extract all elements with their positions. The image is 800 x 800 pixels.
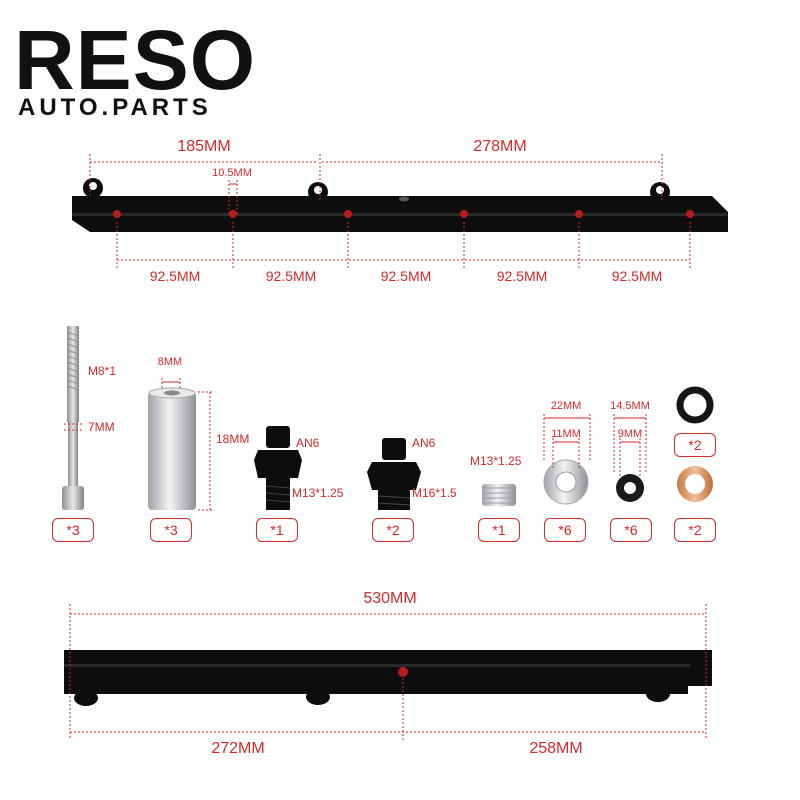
spacing-label-4: 92.5MM [496, 268, 548, 284]
spacer-qty-badge: *3 [150, 518, 192, 542]
spacer-inner-label: 8MM [157, 356, 183, 368]
bolt-diameter-label: 7MM [88, 420, 115, 434]
washer-outer-label: 22MM [550, 400, 582, 412]
oring-qty-badge: *2 [674, 433, 716, 457]
bottom-total-label: 530MM [363, 590, 417, 607]
top-fuel-rail [72, 178, 728, 232]
copper-qty-badge: *2 [674, 518, 716, 542]
insert-qty-badge: *1 [478, 518, 520, 542]
o-ring [676, 386, 714, 424]
spacing-label-2: 92.5MM [265, 268, 317, 284]
rubber-outer-label: 14.5MM [610, 400, 650, 412]
brand-tagline: AUTO.PARTS [18, 94, 212, 121]
injector-hole [113, 210, 694, 218]
bolt-thread-label: M8*1 [88, 364, 117, 378]
rubber-washer [616, 474, 644, 502]
washer-inner-label: 11MM [551, 428, 581, 440]
spacer-length-label: 18MM [216, 432, 250, 446]
fitting-a-thread-label: M13*1.25 [292, 486, 344, 500]
bottom-rail-dimensions [69, 604, 707, 740]
bottom-right-label: 258MM [529, 740, 583, 757]
threaded-insert [482, 484, 516, 506]
aluminium-washer [543, 459, 589, 505]
bolt [62, 326, 84, 510]
fitting-b-size-label: AN6 [412, 436, 436, 450]
copper-washer [677, 466, 713, 502]
washer-qty-badge: *6 [544, 518, 586, 542]
fitting-b-thread-label: M16*1.5 [412, 486, 457, 500]
aluminium-spacer [148, 387, 196, 510]
spacing-label-1: 92.5MM [149, 268, 201, 284]
top-rail-dimensions [89, 154, 691, 268]
an6-fitting-a [254, 426, 302, 510]
bottom-fuel-rail [64, 650, 712, 706]
top-span-right-label: 278MM [473, 138, 527, 155]
fitting-a-qty-badge: *1 [256, 518, 298, 542]
spacing-label-3: 92.5MM [380, 268, 432, 284]
brand-logo: RESO [14, 13, 257, 107]
fitting-b-qty-badge: *2 [372, 518, 414, 542]
fitting-a-size-label: AN6 [296, 436, 320, 450]
spacing-label-5: 92.5MM [611, 268, 663, 284]
hole-diameter-label: 10.5MM [212, 167, 252, 179]
bolt-qty-badge: *3 [52, 518, 94, 542]
rubber-inner-label: 9MM [617, 428, 643, 440]
top-span-left-label: 185MM [177, 138, 231, 155]
an6-fitting-b [367, 438, 421, 510]
bottom-left-label: 272MM [211, 740, 265, 757]
insert-thread-label: M13*1.25 [470, 454, 522, 468]
rubber-qty-badge: *6 [610, 518, 652, 542]
rail-mount-tab [74, 686, 670, 706]
